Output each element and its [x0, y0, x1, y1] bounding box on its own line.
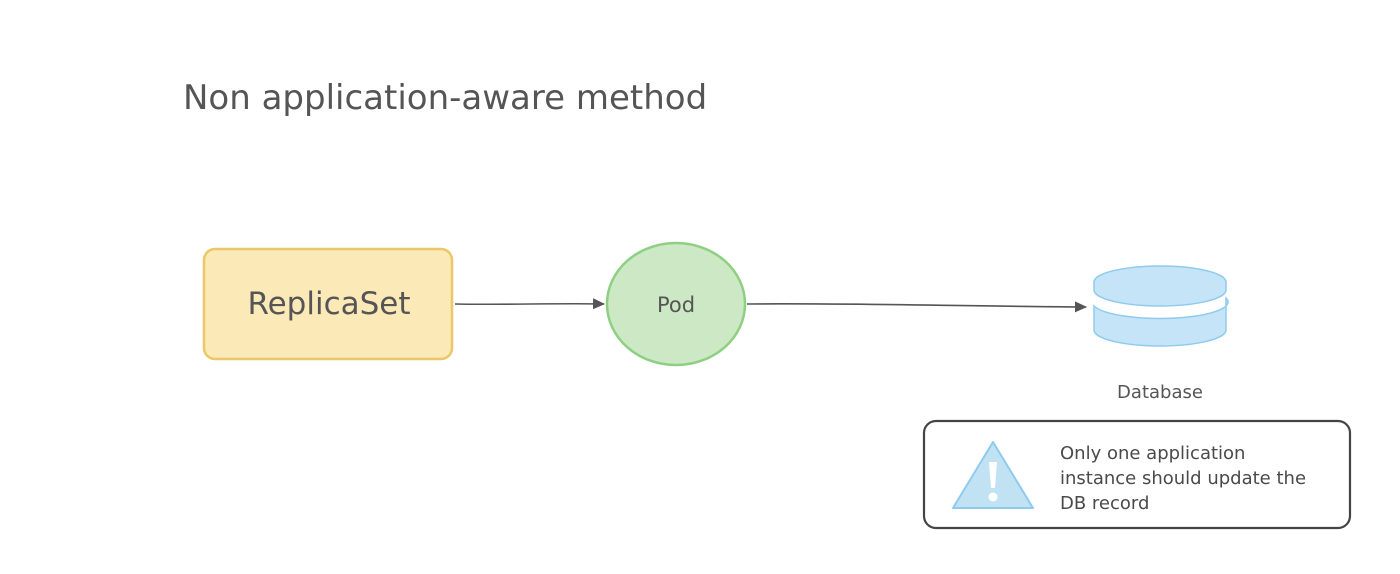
replicaset-label: ReplicaSet — [247, 286, 410, 322]
pod-label: Pod — [657, 293, 695, 317]
pod-node[interactable]: Pod — [605, 241, 747, 367]
replicaset-node[interactable]: ReplicaSet — [202, 247, 454, 361]
replicaset-box — [202, 247, 454, 361]
database-icon — [1093, 265, 1229, 347]
pod-circle — [605, 241, 747, 367]
edge-pod-to-database — [746, 301, 1087, 313]
database-label: Database — [1117, 382, 1203, 403]
warning-icon — [952, 441, 1034, 509]
edge-replicaset-to-pod — [454, 298, 605, 310]
warning-line-3: DB record — [1060, 493, 1149, 514]
diagram-title: Non application-aware method — [183, 78, 707, 118]
database-node[interactable]: Database — [1093, 265, 1229, 403]
warning-line-2: instance should update the — [1060, 468, 1306, 489]
warning-note-box — [922, 419, 1352, 530]
warning-line-1: Only one application — [1060, 443, 1245, 464]
warning-note: Only one application instance should upd… — [922, 419, 1352, 530]
